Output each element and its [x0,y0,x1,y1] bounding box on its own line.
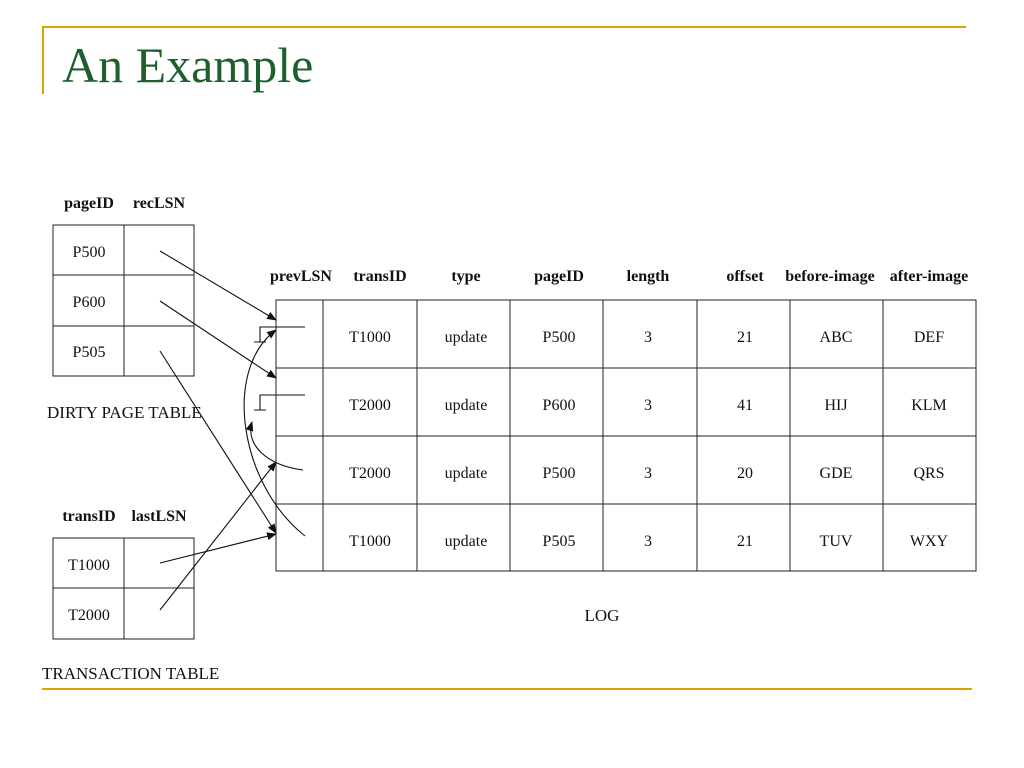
log-cell: update [445,533,488,550]
log-cell: QRS [913,465,944,482]
log-row-1: T1000 update P500 3 21 ABC DEF [349,329,944,346]
log-table: prevLSN transID type pageID length offse… [270,268,977,625]
log-cell: update [445,397,488,414]
null-pointer-row-2 [254,394,305,411]
log-row-2: T2000 update P600 3 41 HIJ KLM [349,397,947,414]
dpt-col-pageid: pageID [64,195,114,212]
log-row-4: T1000 update P505 3 21 TUV WXY [349,533,948,550]
log-cell: P600 [543,397,576,414]
log-cell: 3 [644,533,652,550]
log-col-offset: offset [726,268,764,285]
log-cell: 3 [644,329,652,346]
log-cell: P500 [543,329,576,346]
dpt-col-reclsn: recLSN [133,195,186,212]
accent-rule-bottom [42,688,972,690]
log-col-before-image: before-image [785,268,874,285]
null-pointer-row-1 [254,326,305,343]
log-cell: ABC [820,329,853,346]
pointer-arrows [159,250,306,611]
tt-row-1-transid: T1000 [68,557,110,574]
log-cell: 41 [737,397,753,414]
dpt-row-1-pageid: P500 [73,244,106,261]
log-cell: 21 [737,329,753,346]
log-cell: HIJ [824,397,847,414]
accent-rule-vertical [42,26,44,94]
log-cell: 3 [644,397,652,414]
log-cell: WXY [910,533,949,550]
log-cell: 3 [644,465,652,482]
accent-rule-top [42,26,966,28]
log-col-length: length [627,268,670,285]
log-cell: 20 [737,465,753,482]
dpt-row-3-pageid: P505 [73,344,106,361]
log-cell: P500 [543,465,576,482]
log-cell: P505 [543,533,576,550]
dpt-caption: DIRTY PAGE TABLE [47,403,202,422]
transaction-table: transID lastLSN T1000 T2000 TRANSACTION … [42,508,219,683]
arrow-p600-reclsn-to-log-2 [159,300,277,379]
arrow-log-4-prevlsn-to-log-1 [243,329,306,537]
tt-col-transid: transID [62,508,115,525]
log-cell: T2000 [349,397,391,414]
log-cell: KLM [911,397,947,414]
dirty-page-table: pageID recLSN P500 P600 P505 DIRTY PAGE … [47,195,202,422]
dpt-row-2-pageid: P600 [73,294,106,311]
log-cell: 21 [737,533,753,550]
arrow-t2000-lastlsn-to-log-3 [159,461,277,611]
log-col-type: type [451,268,480,285]
arrow-t1000-lastlsn-to-log-4 [159,532,277,564]
log-cell: TUV [820,533,853,550]
log-cell: T1000 [349,329,391,346]
log-cell: T1000 [349,533,391,550]
slide-title: An Example [62,37,314,93]
arrow-p500-reclsn-to-log-1 [159,250,277,321]
tt-col-lastlsn: lastLSN [131,508,187,525]
log-cell: update [445,329,488,346]
tt-row-2-transid: T2000 [68,607,110,624]
tt-caption: TRANSACTION TABLE [42,664,219,683]
arrow-p505-reclsn-to-log-4 [159,350,277,534]
log-row-3: T2000 update P500 3 20 GDE QRS [349,465,944,482]
log-col-transid: transID [353,268,406,285]
log-col-pageid: pageID [534,268,584,285]
log-cell: DEF [914,329,944,346]
log-cell: update [445,465,488,482]
arrow-log-3-prevlsn-to-log-2 [245,421,304,471]
log-cell: T2000 [349,465,391,482]
log-col-prevlsn: prevLSN [270,268,332,285]
log-caption: LOG [585,606,620,625]
log-cell: GDE [820,465,853,482]
log-col-after-image: after-image [890,268,968,285]
